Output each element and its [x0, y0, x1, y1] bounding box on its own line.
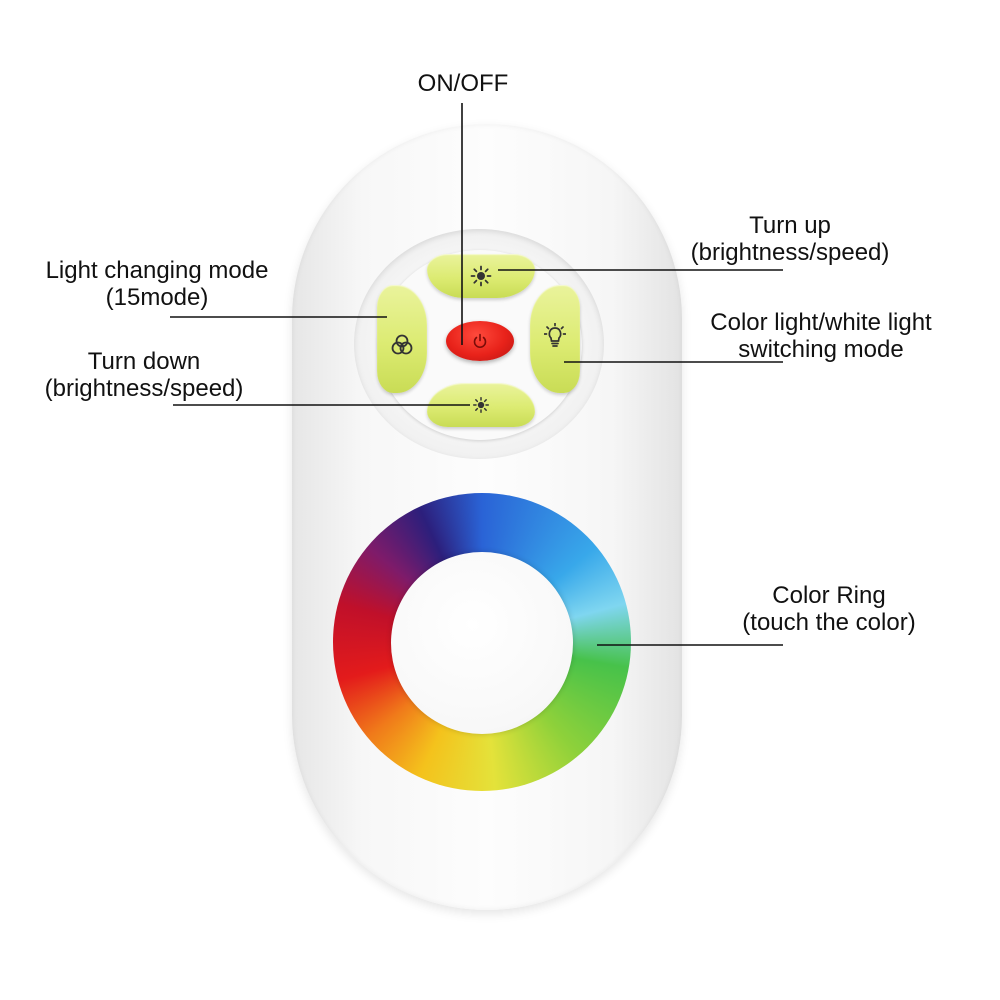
turn-down-label-line2: (brightness/speed): [44, 375, 244, 402]
color-white-label-line2: switching mode: [738, 336, 904, 363]
color-ring-center: [391, 552, 573, 734]
mode-button[interactable]: [377, 285, 427, 393]
turn-up-label-line2: (brightness/speed): [690, 239, 890, 266]
sun-icon: [470, 265, 492, 287]
mode-label-line1: Light changing mode: [45, 257, 269, 284]
power-icon: [473, 333, 487, 349]
color-ring-label: Color Ring (touch the color): [722, 582, 936, 636]
turn-up-button[interactable]: [427, 254, 535, 298]
color-white-label-line1: Color light/white light: [710, 309, 932, 336]
mode-label-line2: (15mode): [105, 284, 209, 311]
turn-down-label-line1: Turn down: [87, 348, 201, 375]
color-white-label: Color light/white light switching mode: [690, 309, 952, 363]
turn-up-label-line1: Turn up: [749, 212, 831, 239]
power-button[interactable]: [446, 321, 514, 361]
color-ring-label-line2: (touch the color): [742, 609, 916, 636]
sun-icon: [473, 397, 489, 413]
color-white-switch-button[interactable]: [530, 285, 580, 393]
turn-up-label: Turn up (brightness/speed): [672, 212, 908, 266]
on-off-label: ON/OFF: [417, 70, 509, 97]
turn-down-button[interactable]: [427, 383, 535, 427]
mode-label: Light changing mode (15mode): [26, 257, 288, 311]
bulb-icon: [544, 323, 566, 347]
overlapping-circles-icon: [391, 334, 413, 355]
turn-down-label: Turn down (brightness/speed): [26, 348, 262, 402]
color-ring-label-line1: Color Ring: [772, 582, 886, 609]
